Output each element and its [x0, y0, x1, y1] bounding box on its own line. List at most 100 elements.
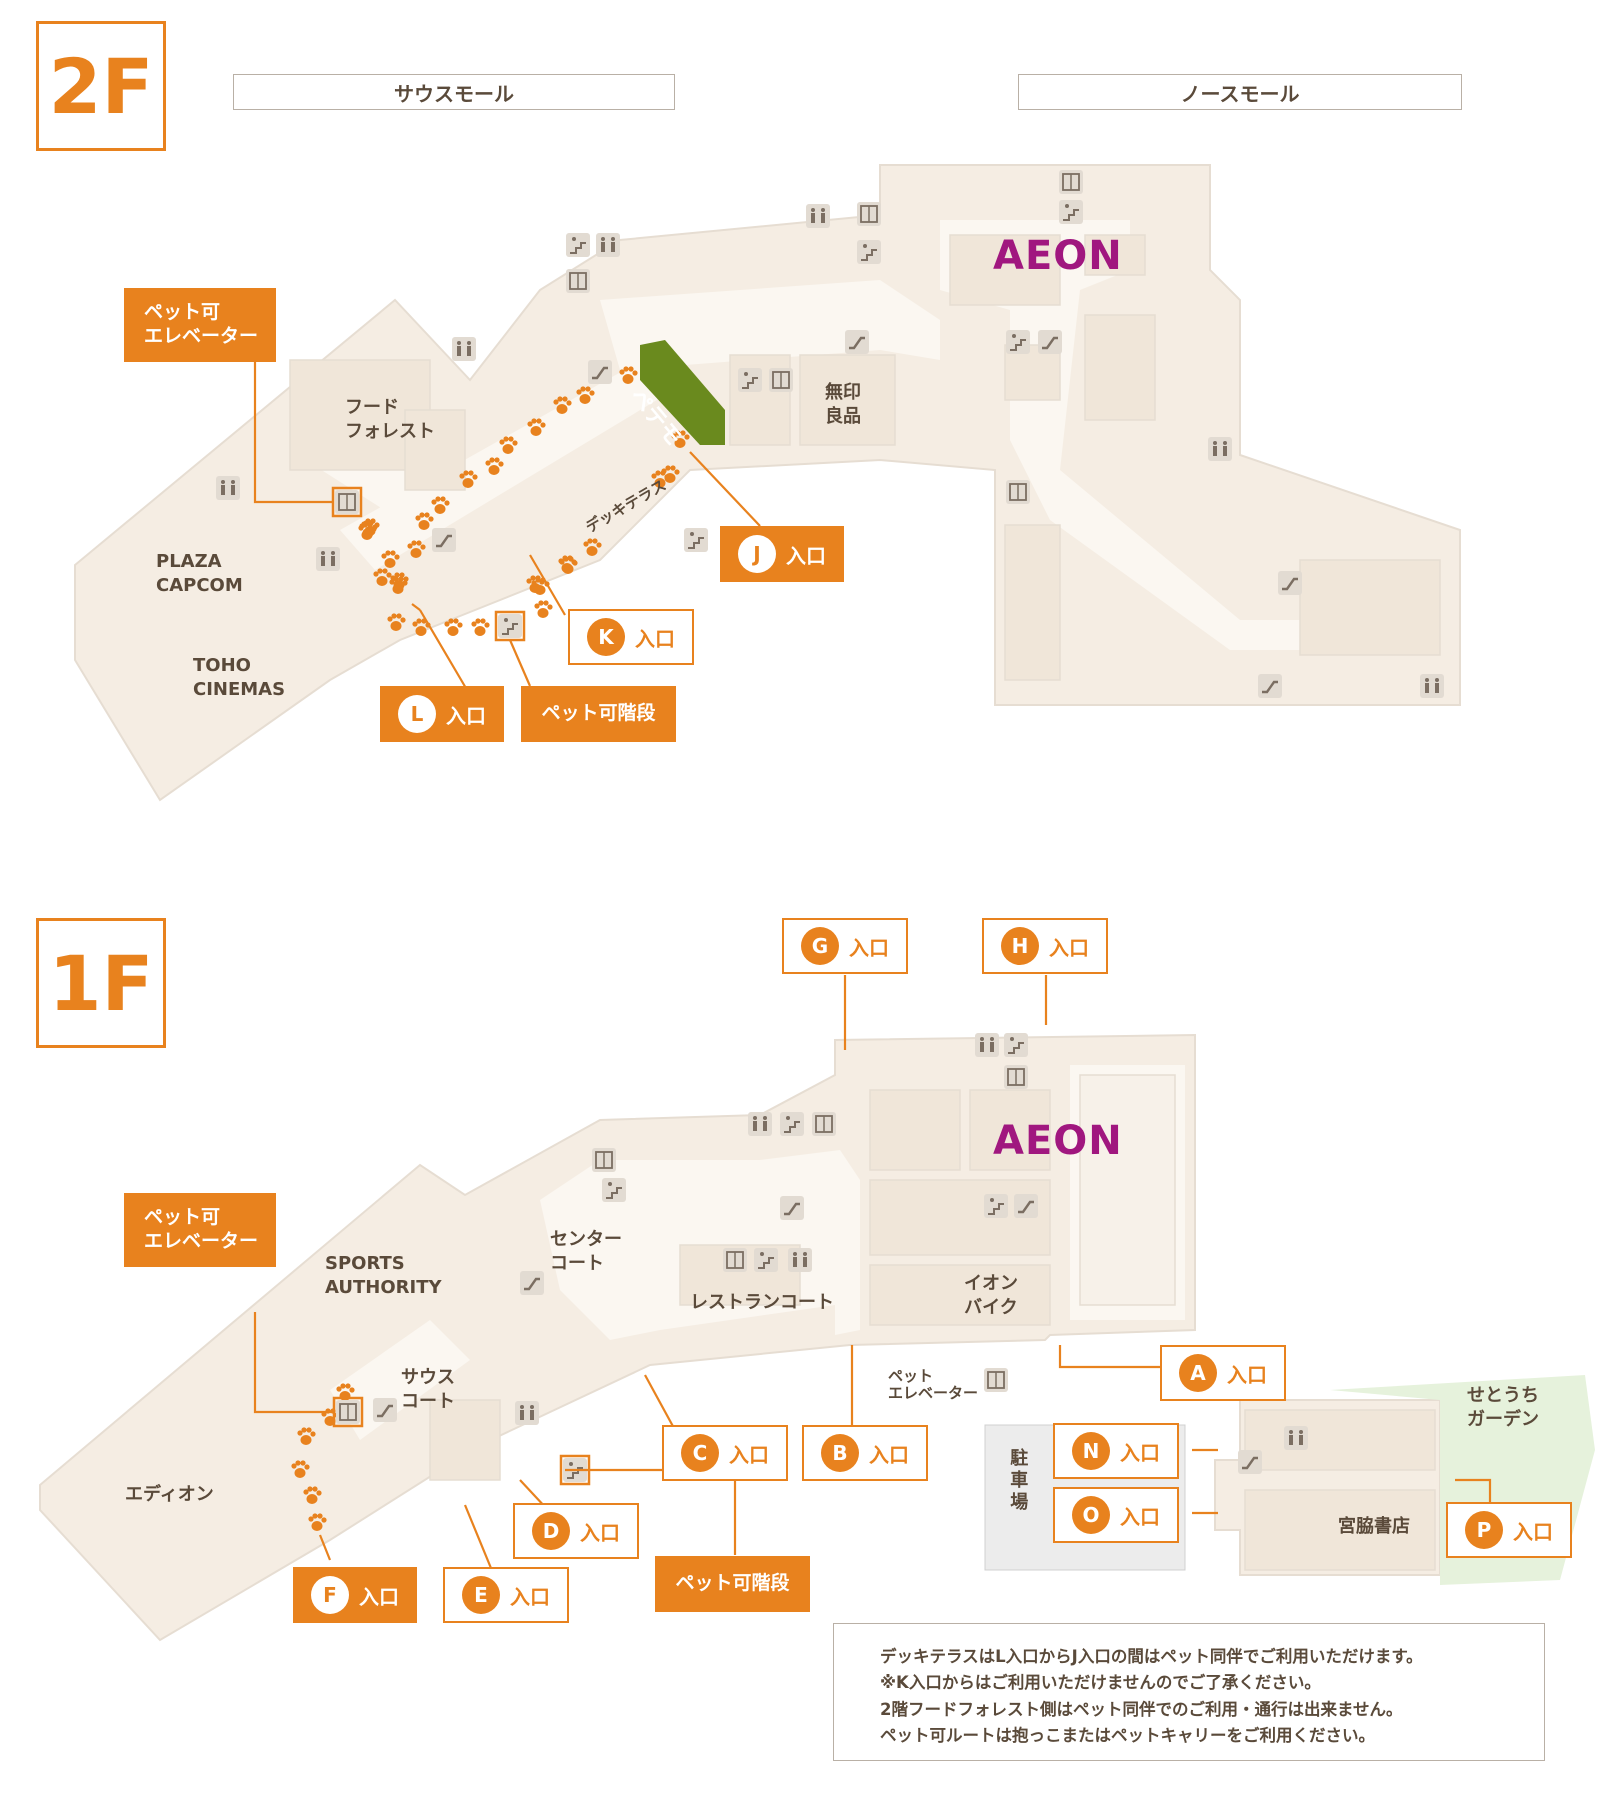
pet-elevator-callout-1f: ペット可 エレベーター [124, 1193, 276, 1267]
note-line-4: ペット可ルートは抱っこまたはペットキャリーをご利用ください。 [880, 1726, 1375, 1746]
entrance-l-letter: L [398, 695, 436, 733]
pet-elevator-2f-line-1: ペット可 [144, 301, 221, 324]
entrance-f-letter: F [311, 1576, 349, 1614]
sports-authority-label: SPORTS AUTHORITY [325, 1252, 442, 1301]
center-court-line-2: コート [550, 1253, 604, 1275]
plaza-line-2: CAPCOM [156, 575, 243, 597]
entrance-n-letter: N [1072, 1432, 1110, 1470]
entrance-p-letter: P [1465, 1511, 1503, 1549]
food-forest-line-1: フード [345, 397, 399, 418]
entrance-d: D 入口 [513, 1503, 639, 1559]
entrance-a: A 入口 [1160, 1345, 1286, 1401]
pet-elevator-small-line-1: ペット [888, 1367, 934, 1385]
south-court-line-1: サウス [401, 1367, 455, 1388]
entrance-j-text: 入口 [786, 543, 826, 568]
entrance-k-text: 入口 [635, 626, 675, 651]
entrance-e-text: 入口 [510, 1584, 550, 1609]
pet-elevator-2f-line-2: エレベーター [144, 325, 259, 347]
pet-elevator-1f-line-2: エレベーター [144, 1230, 259, 1252]
toho-line-1: TOHO [193, 655, 251, 676]
muji-line-2: 良品 [825, 406, 861, 428]
entrance-f-text: 入口 [359, 1584, 399, 1609]
entrance-n: N 入口 [1053, 1423, 1179, 1479]
pet-elevator-small-line-2: エレベーター [888, 1384, 979, 1403]
entrance-c: C 入口 [662, 1425, 788, 1481]
floor-label-1f: 1F [36, 918, 166, 1048]
entrance-k: K 入口 [568, 609, 694, 665]
center-court-line-1: センター [550, 1229, 622, 1250]
entrance-h-letter: H [1001, 927, 1039, 965]
entrance-g: G 入口 [782, 918, 908, 974]
toho-cinemas-label: TOHO CINEMAS [193, 654, 285, 703]
center-court-label: センター コート [550, 1228, 622, 1277]
edion-label: エディオン [125, 1484, 214, 1505]
pet-usage-notes: デッキテラスはL入口からJ入口の間はペット同伴でご利用いただけます。 ※K入口か… [833, 1623, 1545, 1761]
note-line-2: ※K入口からはご利用いただけませんのでご了承ください。 [880, 1673, 1321, 1693]
note-line-1: デッキテラスはL入口からJ入口の間はペット同伴でご利用いただけます。 [880, 1647, 1423, 1666]
entrance-n-text: 入口 [1120, 1440, 1160, 1465]
entrance-l-text: 入口 [446, 703, 486, 728]
south-court-label: サウス コート [401, 1366, 455, 1415]
sports-line-2: AUTHORITY [325, 1277, 442, 1299]
pet-elevator-1f-line-1: ペット可 [144, 1206, 221, 1229]
entrance-f: F 入口 [293, 1567, 417, 1623]
food-forest-line-2: フォレスト [345, 421, 435, 443]
entrance-c-letter: C [681, 1434, 719, 1472]
entrance-d-text: 入口 [580, 1520, 620, 1545]
pet-stairs-callout-1f: ペット可階段 [655, 1556, 810, 1612]
floor-2f-stores [289, 234, 1441, 681]
entrance-d-letter: D [532, 1512, 570, 1550]
entrance-h: H 入口 [982, 918, 1108, 974]
setouchi-garden-label: せとうち ガーデン [1467, 1384, 1539, 1433]
entrance-p-text: 入口 [1513, 1519, 1553, 1544]
pet-elevator-callout-2f: ペット可 エレベーター [124, 288, 276, 362]
entrance-o-text: 入口 [1120, 1504, 1160, 1529]
floor-1f-plan [39, 1033, 1441, 1642]
aeon-bike-label: イオン バイク [964, 1272, 1018, 1321]
entrance-b: B 入口 [802, 1425, 928, 1481]
entrance-g-letter: G [801, 927, 839, 965]
note-line-3: 2階フードフォレスト側はペット同伴でのご利用・通行は出来ません。 [880, 1699, 1403, 1719]
north-mall-header: ノースモール [1018, 74, 1462, 110]
pet-elevator-small-label: ペット エレベーター [888, 1367, 979, 1403]
entrance-e-letter: E [462, 1576, 500, 1614]
entrance-a-letter: A [1179, 1354, 1217, 1392]
setouchi-line-2: ガーデン [1467, 1409, 1539, 1431]
muji-line-1: 無印 [825, 382, 861, 403]
food-forest-label: フード フォレスト [345, 396, 435, 445]
floor-label-2f: 2F [36, 21, 166, 151]
entrance-a-text: 入口 [1227, 1362, 1267, 1387]
plaza-line-1: PLAZA [156, 551, 222, 572]
aeon-logo-2f: AEON [993, 233, 1123, 279]
aeon-logo-1f: AEON [993, 1118, 1123, 1164]
plaza-capcom-label: PLAZA CAPCOM [156, 550, 243, 599]
miyawaki-label: 宮脇書店 [1338, 1516, 1410, 1537]
entrance-l: L 入口 [380, 686, 504, 742]
pet-stairs-callout-2f: ペット可階段 [521, 686, 676, 742]
entrance-h-text: 入口 [1049, 935, 1089, 960]
entrance-o-letter: O [1072, 1496, 1110, 1534]
entrance-k-letter: K [587, 618, 625, 656]
aeon-bike-line-1: イオン [964, 1273, 1018, 1294]
entrance-j-letter: J [738, 535, 776, 573]
toho-line-2: CINEMAS [193, 679, 286, 701]
floor-2f-plan [74, 164, 1461, 802]
aeon-bike-line-2: バイク [964, 1297, 1018, 1319]
entrance-b-letter: B [821, 1434, 859, 1472]
entrance-j: J 入口 [720, 526, 844, 582]
south-mall-header: サウスモール [233, 74, 675, 110]
muji-label: 無印 良品 [825, 381, 861, 430]
parking-label: 駐車場 [1007, 1448, 1029, 1514]
setouchi-line-1: せとうち [1467, 1385, 1539, 1406]
entrance-e: E 入口 [443, 1567, 569, 1623]
restaurant-court-label: レストランコート [690, 1292, 834, 1313]
entrance-b-text: 入口 [869, 1442, 909, 1467]
entrance-p: P 入口 [1446, 1502, 1572, 1558]
entrance-o: O 入口 [1053, 1487, 1179, 1543]
entrance-c-text: 入口 [729, 1442, 769, 1467]
entrance-g-text: 入口 [849, 935, 889, 960]
sports-line-1: SPORTS [325, 1253, 405, 1274]
south-court-line-2: コート [401, 1391, 455, 1413]
petemo-store [640, 340, 725, 445]
